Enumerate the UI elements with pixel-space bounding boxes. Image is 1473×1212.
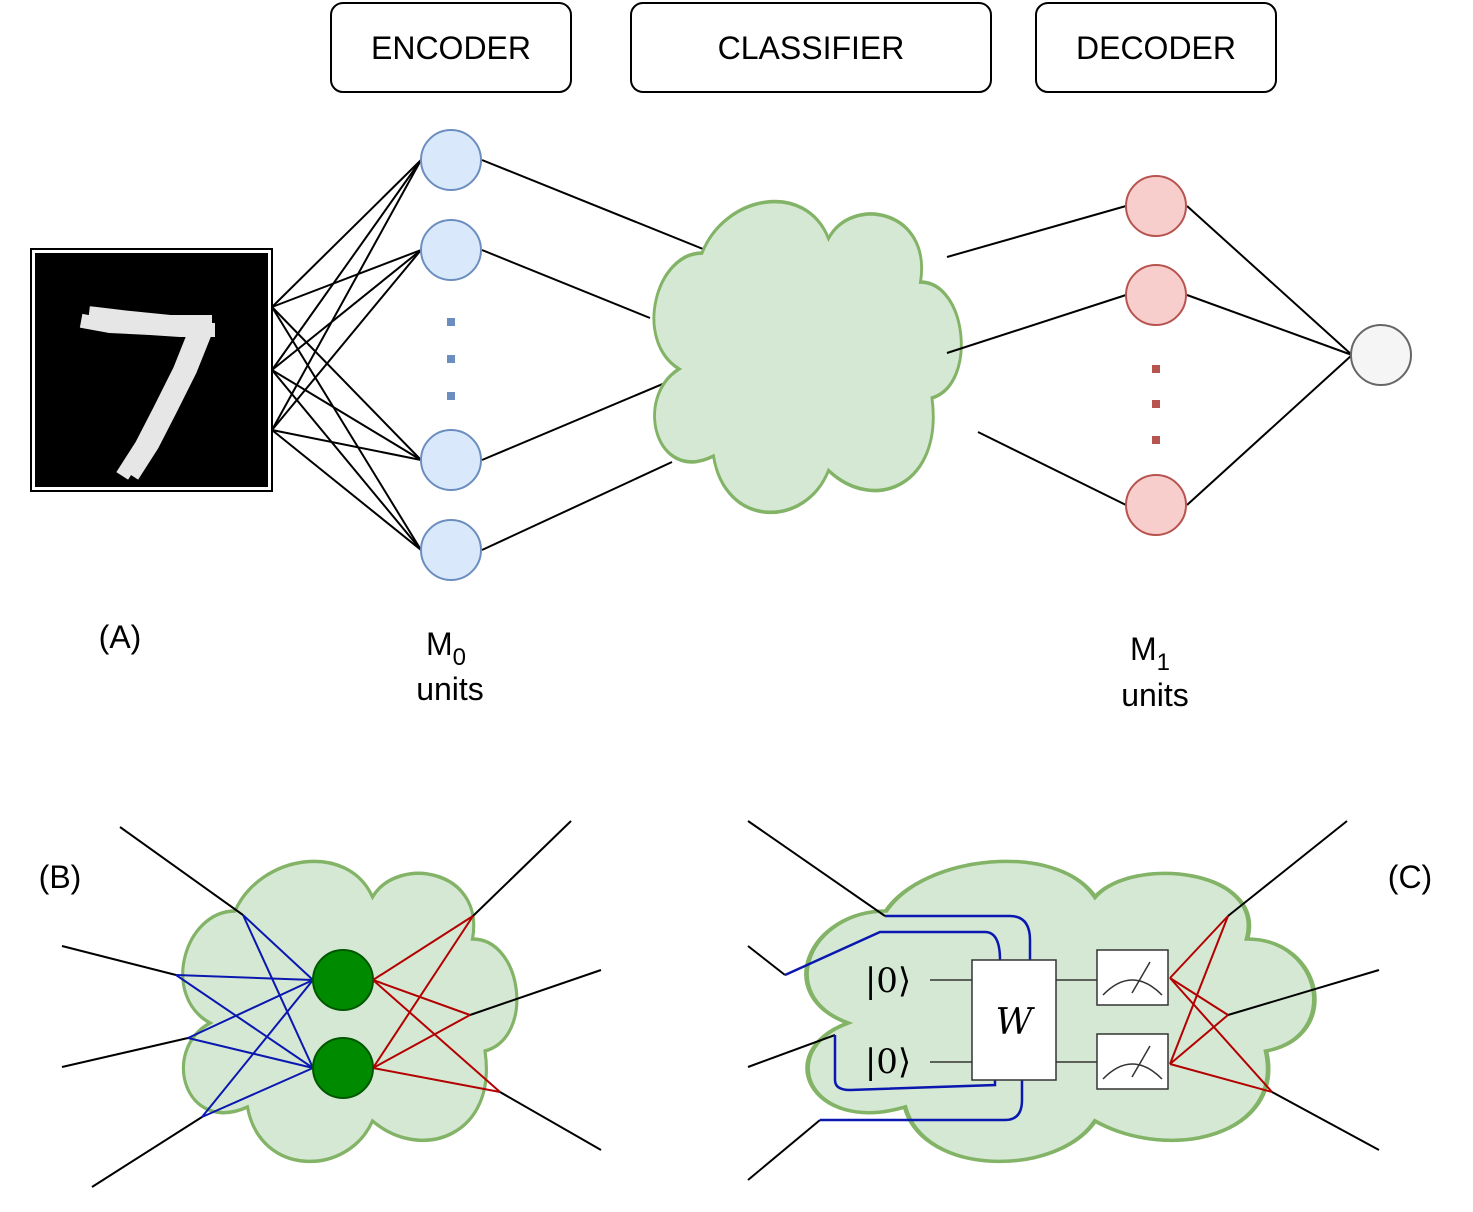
m0-label: M0 — [426, 626, 466, 671]
m0-subscript: 0 — [453, 644, 466, 671]
decoder-header-label: DECODER — [1076, 30, 1236, 66]
panel-c-output-links — [1169, 915, 1273, 1093]
decoder-ellipsis-dot — [1152, 400, 1160, 408]
decoder-output-connections — [1186, 205, 1353, 506]
encoder-ellipsis-dot — [447, 355, 455, 363]
decoder-node — [1125, 474, 1187, 536]
encoder-ellipsis-dot — [447, 392, 455, 400]
encoding-paths — [784, 914, 1032, 1122]
unitary-gate-label: W — [995, 1002, 1035, 1043]
decoder-node — [1125, 264, 1187, 326]
classifier-decoder-connections — [946, 205, 1127, 506]
unitary-gate: W — [971, 959, 1057, 1081]
quantum-circuit: |0⟩ |0⟩ W — [865, 949, 1169, 1090]
encoder-units-label: M0 units — [416, 626, 484, 707]
decoder-ellipsis-dot — [1152, 365, 1160, 373]
panel-c-external-wires — [747, 820, 1380, 1181]
m0-units-word: units — [416, 671, 484, 707]
decoder-ellipsis-dot — [1152, 436, 1160, 444]
panel-a-label: (A) — [99, 619, 142, 655]
hidden-neurons — [312, 949, 374, 1099]
encoder-header: ENCODER — [330, 2, 572, 93]
measurement-meter-icon — [1096, 1033, 1169, 1090]
classical-hidden-cloud — [180, 859, 519, 1164]
m1-label: M1 — [1130, 631, 1170, 676]
encoder-node — [420, 219, 482, 281]
panel-b-input-links — [175, 914, 314, 1118]
measurement-meter-icon — [1096, 949, 1169, 1006]
panel-c-label: (C) — [1388, 859, 1432, 895]
classifier-header-label: CLASSIFIER — [718, 30, 905, 66]
decoder-node — [1125, 175, 1187, 237]
decoder-units-label: M1 units — [1121, 631, 1189, 713]
encoder-node — [420, 519, 482, 581]
decoder-header: DECODER — [1035, 2, 1277, 93]
encoder-node — [420, 129, 482, 191]
ket-zero-top: |0⟩ — [865, 961, 911, 1001]
encoder-ellipsis-dot — [447, 318, 455, 326]
encoder-node — [420, 429, 482, 491]
digit-seven-strokes — [79, 306, 216, 480]
hidden-neuron — [312, 949, 374, 1011]
encoder-nodes — [420, 129, 482, 581]
output-node — [1350, 324, 1412, 386]
m1-letter: M — [1130, 631, 1157, 667]
m1-units-word: units — [1121, 677, 1189, 713]
encoder-header-label: ENCODER — [371, 30, 531, 66]
m1-subscript: 1 — [1157, 649, 1170, 676]
input-encoder-connections — [271, 159, 422, 551]
mnist-digit-image — [30, 248, 273, 492]
panel-b-output-links — [372, 915, 501, 1093]
panel-b-label: (B) — [39, 859, 82, 895]
classifier-header: CLASSIFIER — [630, 2, 992, 93]
hidden-neuron — [312, 1037, 374, 1099]
m0-letter: M — [426, 626, 453, 662]
panel-b-external-wires — [61, 820, 602, 1188]
ket-zero-bottom: |0⟩ — [865, 1042, 911, 1082]
decoder-nodes — [1125, 175, 1187, 536]
encoder-classifier-connections — [481, 159, 719, 551]
